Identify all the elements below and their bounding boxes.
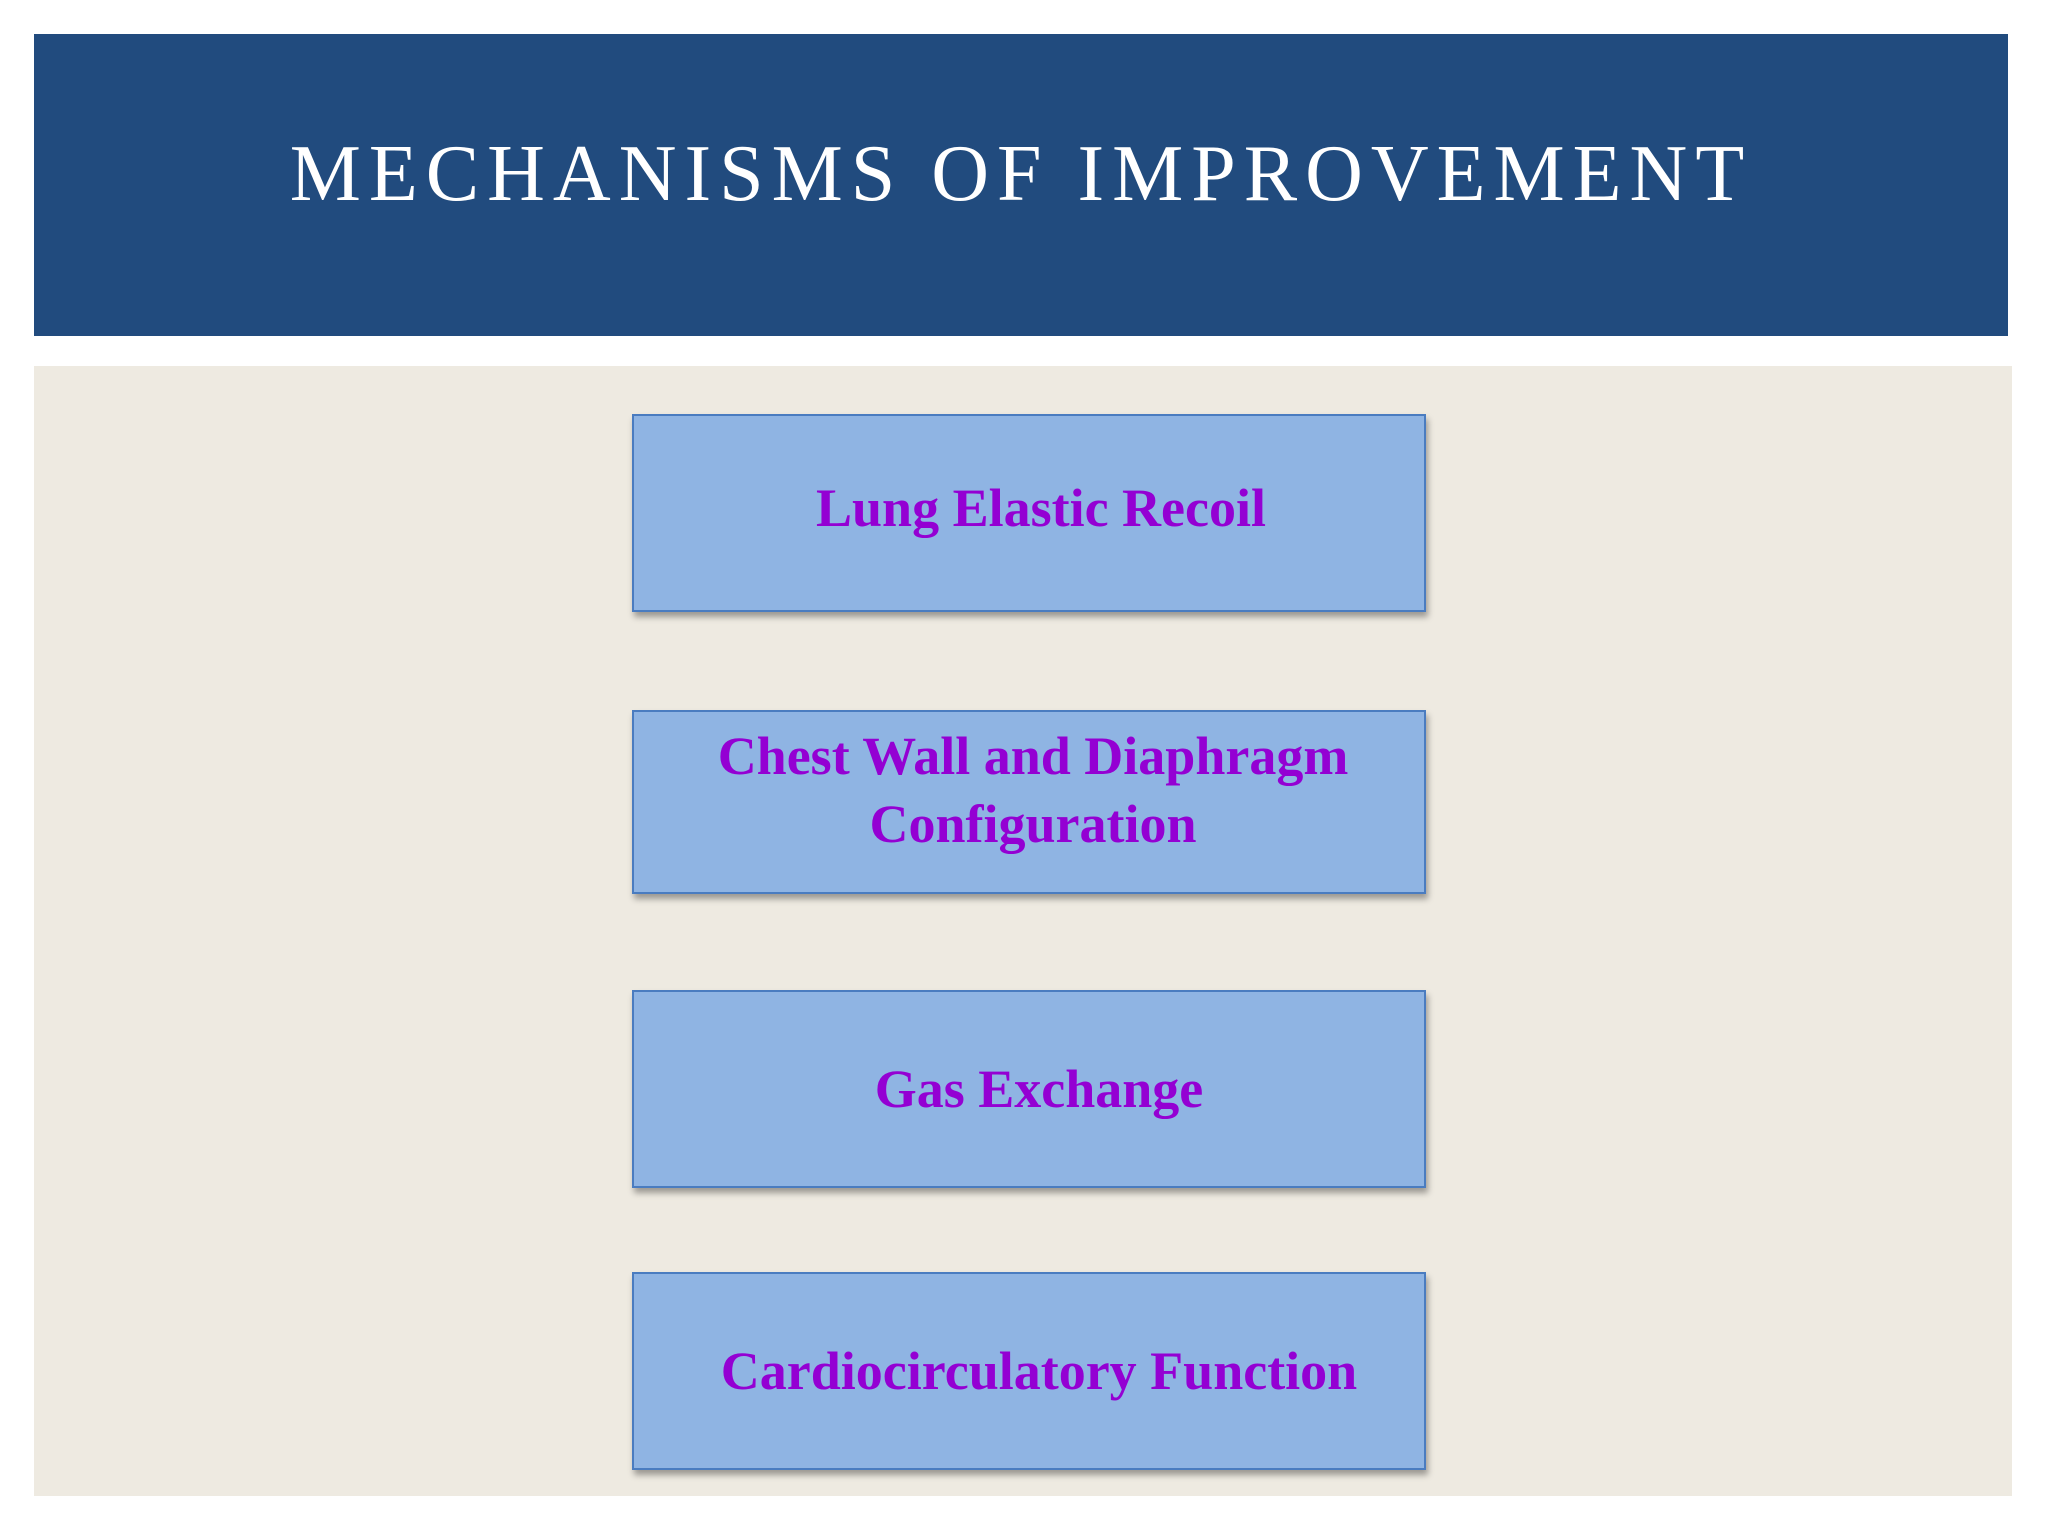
content-panel: Lung Elastic Recoil Chest Wall and Diaph… (34, 366, 2012, 1496)
mechanism-label: Chest Wall and Diaphragm Configuration (717, 726, 1349, 854)
mechanism-box-chest-wall-diaphragm: Chest Wall and Diaphragm Configuration (632, 710, 1426, 894)
mechanism-label: Lung Elastic Recoil (815, 478, 1266, 538)
mechanism-box-gas-exchange: Gas Exchange (632, 990, 1426, 1188)
mechanism-box-lung-elastic-recoil: Lung Elastic Recoil (632, 414, 1426, 612)
mechanism-label: Gas Exchange (874, 1059, 1204, 1119)
slide-title: MECHANISMS OF IMPROVEMENT (289, 130, 1753, 218)
mechanism-label: Cardiocirculatory Function (720, 1341, 1358, 1401)
mechanism-box-cardiocirculatory-function: Cardiocirculatory Function (632, 1272, 1426, 1470)
title-banner: MECHANISMS OF IMPROVEMENT (34, 34, 2008, 336)
